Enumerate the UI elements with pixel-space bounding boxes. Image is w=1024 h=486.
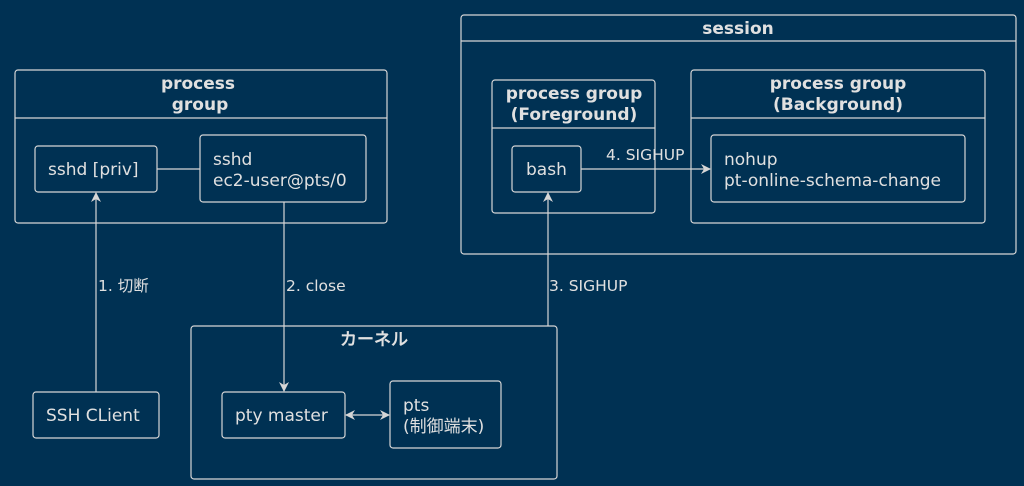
edge-close-label: 2. close bbox=[286, 277, 346, 295]
sshd-user-node[interactable]: sshd ec2-user@pts/0 bbox=[199, 134, 367, 203]
nohup-label-line2: pt-online-schema-change bbox=[724, 171, 941, 191]
pts-label-line1: pts bbox=[403, 396, 429, 416]
sshd-priv-node[interactable]: sshd [priv] bbox=[34, 145, 158, 193]
pty-master-label: pty master bbox=[235, 406, 328, 426]
sshd-user-label-line1: sshd bbox=[213, 150, 252, 170]
kernel-package: カーネル pty master pts (制御端末) bbox=[190, 325, 558, 480]
sshd-user-label-line2: ec2-user@pts/0 bbox=[213, 171, 347, 191]
process-group-title-line1: process bbox=[161, 74, 235, 94]
background-group-package: process group (Background) nohup pt-onli… bbox=[690, 69, 986, 224]
foreground-title-line2: (Foreground) bbox=[511, 105, 638, 125]
sshd-priv-label: sshd [priv] bbox=[48, 160, 139, 180]
background-title-line1: process group bbox=[770, 74, 907, 94]
pts-node[interactable]: pts (制御端末) bbox=[389, 380, 502, 449]
edge-close: 2. close bbox=[279, 202, 346, 392]
pty-master-node[interactable]: pty master bbox=[221, 391, 346, 439]
process-group-title-line2: group bbox=[172, 95, 229, 115]
edge-sighup-4-label: 4. SIGHUP bbox=[606, 146, 684, 164]
edge-sighup-3: 3. SIGHUP bbox=[543, 192, 627, 326]
ssh-client-node[interactable]: SSH CLient bbox=[32, 391, 160, 439]
foreground-title-line1: process group bbox=[506, 84, 643, 104]
nohup-label-line1: nohup bbox=[724, 150, 778, 170]
ssh-client-label: SSH CLient bbox=[46, 406, 140, 426]
edge-disconnect-label: 1. 切断 bbox=[98, 277, 149, 295]
background-title-line2: (Background) bbox=[773, 95, 903, 115]
bash-label: bash bbox=[526, 160, 567, 180]
session-title: session bbox=[702, 19, 774, 39]
edge-disconnect: 1. 切断 bbox=[91, 192, 149, 392]
bash-node[interactable]: bash bbox=[511, 145, 582, 193]
pts-label-line2: (制御端末) bbox=[403, 417, 484, 437]
nohup-node[interactable]: nohup pt-online-schema-change bbox=[710, 134, 966, 203]
edge-sighup-3-label: 3. SIGHUP bbox=[549, 277, 627, 295]
kernel-title: カーネル bbox=[340, 330, 408, 350]
edge-sighup-4: 4. SIGHUP bbox=[581, 146, 711, 174]
process-group-package: process group sshd [priv] sshd ec2-user@… bbox=[14, 69, 388, 224]
session-package: session process group (Foreground) bash … bbox=[460, 14, 1017, 255]
